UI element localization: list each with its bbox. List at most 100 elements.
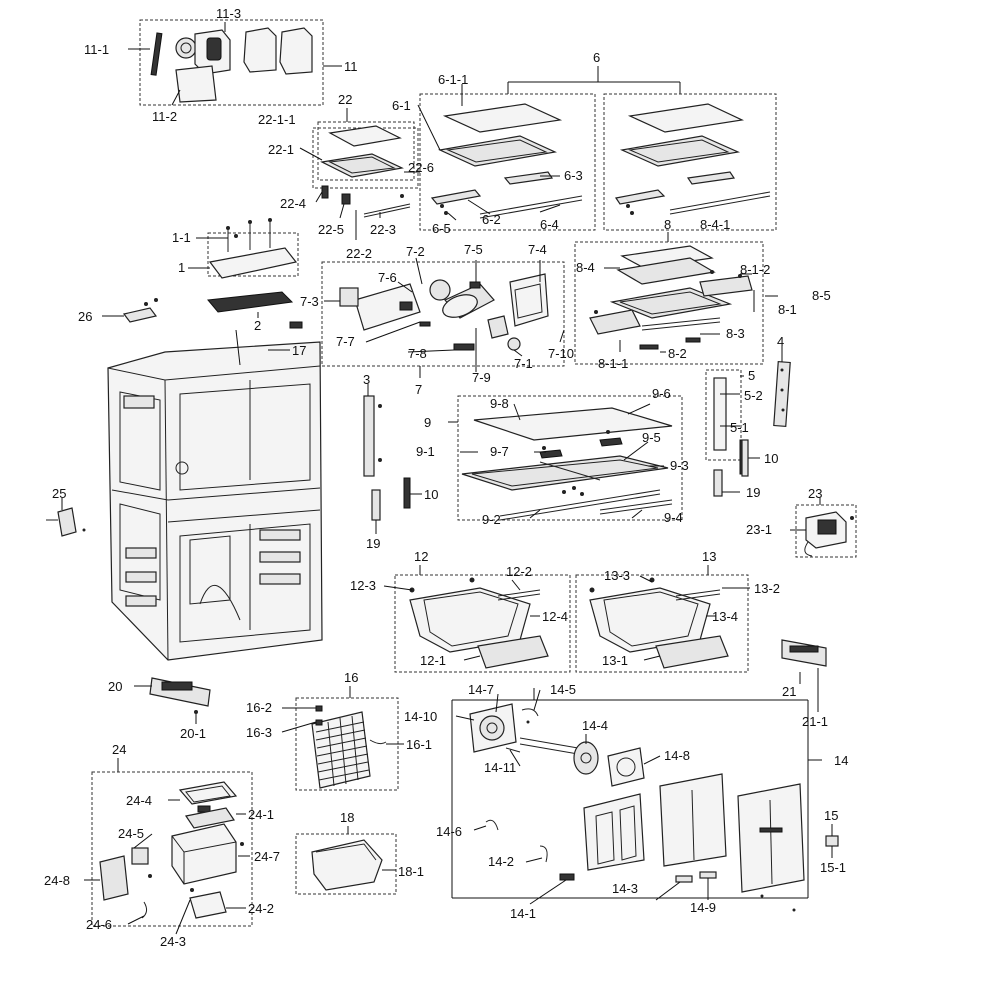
label-22-1: 22-1 xyxy=(268,142,294,157)
label-8-1-1: 8-1-1 xyxy=(598,356,628,371)
label-7-3: 7-3 xyxy=(300,294,319,309)
label-22-3: 22-3 xyxy=(370,222,396,237)
label-9-3: 9-3 xyxy=(670,458,689,473)
label-24-5: 24-5 xyxy=(118,826,144,841)
label-8: 8 xyxy=(664,217,671,232)
label-7-8: 7-8 xyxy=(408,346,427,361)
label-8-2: 8-2 xyxy=(668,346,687,361)
assembly-11 xyxy=(128,19,342,106)
assembly-18 xyxy=(295,826,397,895)
label-15: 15 xyxy=(824,808,838,823)
part-20 xyxy=(134,677,211,724)
label-14-8: 14-8 xyxy=(664,748,690,763)
label-14-10: 14-10 xyxy=(404,709,437,724)
label-18: 18 xyxy=(340,810,354,825)
label-24-4: 24-4 xyxy=(126,793,152,808)
label-9-5: 9-5 xyxy=(642,430,661,445)
label-23-1: 23-1 xyxy=(746,522,772,537)
label-14-9: 14-9 xyxy=(690,900,716,915)
label-12-4: 12-4 xyxy=(542,609,568,624)
label-7-1: 7-1 xyxy=(514,356,533,371)
label-24-2: 24-2 xyxy=(248,901,274,916)
assembly-24 xyxy=(84,758,253,935)
assembly-16 xyxy=(281,686,404,791)
cover-assembly-1 xyxy=(102,218,303,329)
label-7-9: 7-9 xyxy=(472,370,491,385)
label-17: 17 xyxy=(292,343,306,358)
label-14-11: 14-11 xyxy=(484,760,516,775)
label-6-4: 6-4 xyxy=(540,217,559,232)
label-21-1: 21-1 xyxy=(802,714,828,729)
label-18-1: 18-1 xyxy=(398,864,424,879)
label-12-1: 12-1 xyxy=(420,653,446,668)
label-25: 25 xyxy=(52,486,66,501)
label-20-1: 20-1 xyxy=(180,726,206,741)
label-14-6: 14-6 xyxy=(436,824,462,839)
assembly-6 xyxy=(417,66,777,231)
label-5-1: 5-1 xyxy=(730,420,749,435)
label-9-8: 9-8 xyxy=(490,396,509,411)
label-2: 2 xyxy=(254,318,261,333)
label-22-1-1: 22-1-1 xyxy=(258,112,296,127)
label-24-8: 24-8 xyxy=(44,873,70,888)
label-7-5: 7-5 xyxy=(464,242,483,257)
label-9-1: 9-1 xyxy=(416,444,435,459)
label-9-2: 9-2 xyxy=(482,512,501,527)
assembly-23 xyxy=(790,498,857,558)
label-6-5: 6-5 xyxy=(432,221,451,236)
label-8-5: 8-5 xyxy=(812,288,831,303)
part-15 xyxy=(825,824,839,858)
part-3 xyxy=(363,384,382,477)
label-16-1: 16-1 xyxy=(406,737,432,752)
label-14-5: 14-5 xyxy=(550,682,576,697)
label-7-4: 7-4 xyxy=(528,242,547,257)
label-12: 12 xyxy=(414,549,428,564)
label-16-3: 16-3 xyxy=(246,725,272,740)
label-13-3: 13-3 xyxy=(604,568,630,583)
label-13-1: 13-1 xyxy=(602,653,628,668)
label-24-7: 24-7 xyxy=(254,849,280,864)
label-13-2: 13-2 xyxy=(754,581,780,596)
label-10-right: 10 xyxy=(764,451,778,466)
label-4: 4 xyxy=(777,334,784,349)
label-24-6: 24-6 xyxy=(86,917,112,932)
label-6-3: 6-3 xyxy=(564,168,583,183)
label-14-1: 14-1 xyxy=(510,906,536,921)
label-11-1: 11-1 xyxy=(84,42,109,57)
label-9-4: 9-4 xyxy=(664,510,683,525)
label-16-2: 16-2 xyxy=(246,700,272,715)
label-6-2: 6-2 xyxy=(482,212,501,227)
label-22-5: 22-5 xyxy=(318,222,344,237)
refrigerator-cabinet xyxy=(107,329,323,661)
label-8-4: 8-4 xyxy=(576,260,595,275)
label-16: 16 xyxy=(344,670,358,685)
assembly-14 xyxy=(451,688,822,912)
label-24-3: 24-3 xyxy=(160,934,186,949)
label-24-1: 24-1 xyxy=(248,807,274,822)
part-19-left xyxy=(371,489,381,534)
label-22-4: 22-4 xyxy=(280,196,306,211)
label-22-6: 22-6 xyxy=(408,160,434,175)
label-9-7: 9-7 xyxy=(490,444,509,459)
assembly-8 xyxy=(574,232,778,365)
label-8-4-1: 8-4-1 xyxy=(700,217,730,232)
label-23: 23 xyxy=(808,486,822,501)
label-8-1-2: 8-1-2 xyxy=(740,262,770,277)
label-14: 14 xyxy=(834,753,848,768)
label-11-3: 11-3 xyxy=(216,6,241,21)
label-15-1: 15-1 xyxy=(820,860,846,875)
label-26: 26 xyxy=(78,309,92,324)
label-6-1-1: 6-1-1 xyxy=(438,72,468,87)
label-10-left: 10 xyxy=(424,487,438,502)
part-10-right xyxy=(741,439,749,477)
label-20: 20 xyxy=(108,679,122,694)
label-12-2: 12-2 xyxy=(506,564,532,579)
label-3: 3 xyxy=(363,372,370,387)
callout-labels: 11 11-1 11-2 11-3 6 6-1-1 6-1 6-3 6-2 6-… xyxy=(44,6,848,949)
label-6-1: 6-1 xyxy=(392,98,411,113)
label-8-1: 8-1 xyxy=(778,302,797,317)
label-13-4: 13-4 xyxy=(712,609,738,624)
assembly-7 xyxy=(321,257,565,378)
label-5: 5 xyxy=(748,368,755,383)
